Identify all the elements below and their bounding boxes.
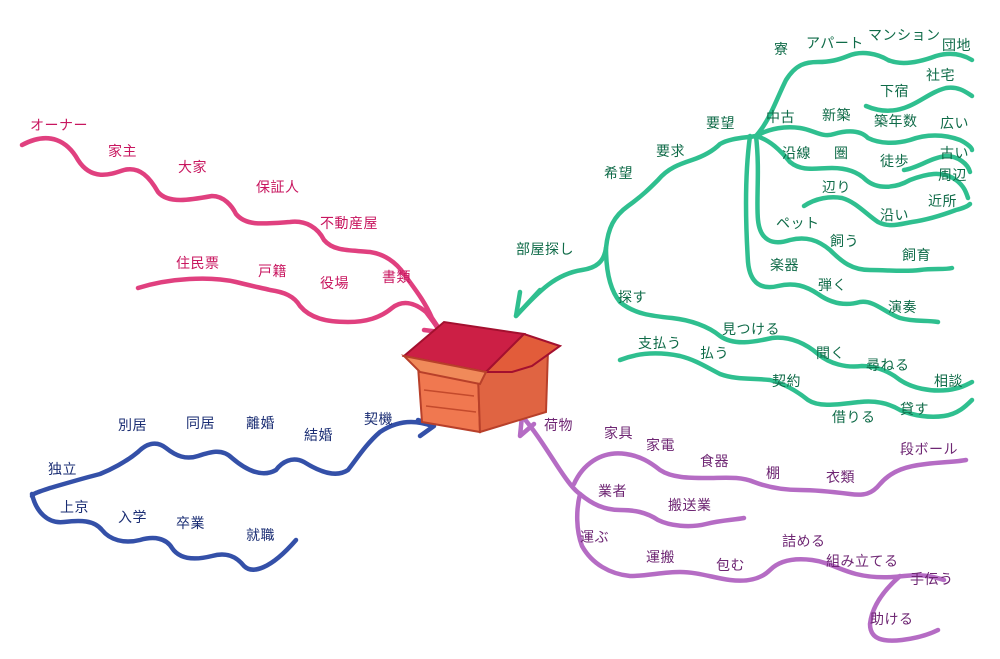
green-branch-word: 相談 (934, 374, 963, 390)
purple-branch-word: 組み立てる (826, 554, 899, 570)
blue-branch-lines (29, 417, 437, 572)
pink-branch-word: オーナー (30, 118, 88, 134)
pink-branch-word: 住民票 (176, 256, 220, 272)
purple-branch-word: 段ボール (900, 442, 958, 458)
green-branch-word: 尋ねる (866, 358, 910, 374)
green-branch-word: 探す (618, 290, 647, 306)
green-branch-word: 古い (940, 146, 969, 162)
green-branch-word: 近所 (928, 194, 957, 210)
purple-branch-word: 家電 (646, 438, 675, 454)
purple-branch-word: 家具 (604, 426, 633, 442)
green-branch-word: 沿い (880, 208, 909, 224)
green-branch-word: 部屋探し (516, 242, 574, 258)
green-branch-word: 広い (940, 116, 969, 132)
pink-branch-word: 保証人 (256, 180, 300, 196)
green-branch-word: 圏 (834, 146, 849, 162)
house-icon (400, 320, 563, 434)
green-branch-word: 飼育 (902, 248, 931, 264)
purple-branch-word: 搬送業 (668, 498, 712, 514)
green-branch-word: 払う (700, 346, 729, 362)
purple-branch-word: 助ける (870, 612, 914, 628)
blue-branch-word: 結婚 (304, 428, 333, 444)
blue-branch-word: 契機 (364, 412, 393, 428)
blue-branch-word: 上京 (60, 500, 89, 516)
green-branch-word: 周辺 (938, 168, 967, 184)
green-branch-word: 築年数 (874, 114, 918, 130)
green-branch-word: 演奏 (888, 300, 917, 316)
green-branch-word: 中古 (766, 110, 795, 126)
green-branch-word: 見つける (722, 322, 780, 338)
blue-branch-word: 独立 (48, 462, 77, 478)
purple-branch-lines (517, 413, 969, 643)
green-branch-word: 契約 (772, 374, 801, 390)
purple-branch-word: 棚 (766, 466, 781, 482)
purple-branch-word: 包む (716, 558, 745, 574)
pink-branch-word: 家主 (108, 144, 137, 160)
green-branch-word: 貸す (900, 402, 929, 418)
green-branch-word: 新築 (822, 108, 851, 124)
green-branch-lines (513, 50, 975, 419)
green-branch-word: 沿線 (782, 146, 811, 162)
green-branch-word: マンション (868, 28, 941, 44)
pink-branch-word: 役場 (320, 276, 349, 292)
purple-branch-word: 衣類 (826, 470, 855, 486)
pink-branch-lines (19, 135, 443, 335)
blue-branch-word: 就職 (246, 528, 275, 544)
green-branch-word: ペット (776, 216, 820, 232)
purple-branch-word: 業者 (598, 484, 627, 500)
green-branch-word: 聞く (816, 346, 845, 362)
green-branch-word: 要求 (656, 144, 685, 160)
purple-branch-word: 食器 (700, 454, 729, 470)
blue-branch-word: 別居 (118, 418, 147, 434)
purple-branch-word: 手伝う (910, 572, 954, 588)
green-branch-word: 楽器 (770, 258, 799, 274)
green-branch-word: 借りる (832, 410, 876, 426)
blue-branch-word: 同居 (186, 416, 215, 432)
green-branch-word: 徒歩 (880, 154, 909, 170)
purple-branch-word: 詰める (782, 534, 826, 550)
purple-branch-word: 荷物 (544, 418, 573, 434)
green-branch-word: 寮 (774, 42, 789, 58)
green-branch-word: 飼う (830, 234, 859, 250)
pink-branch-word: 戸籍 (258, 264, 287, 280)
green-branch-word: 社宅 (926, 68, 955, 84)
green-branch-word: 下宿 (880, 84, 909, 100)
green-branch-word: 要望 (706, 116, 735, 132)
blue-branch-word: 入学 (118, 510, 147, 526)
blue-branch-word: 離婚 (246, 416, 275, 432)
pink-branch-word: 不動産屋 (320, 216, 378, 232)
purple-branch-word: 運ぶ (580, 530, 609, 546)
pink-branch-word: 大家 (178, 160, 207, 176)
green-branch-word: 希望 (604, 166, 633, 182)
green-branch-word: 団地 (942, 38, 971, 54)
pink-branch-word: 書類 (382, 270, 411, 286)
green-branch-word: 弾く (818, 278, 847, 294)
blue-branch-word: 卒業 (176, 516, 205, 532)
green-branch-word: 支払う (638, 336, 682, 352)
green-branch-word: アパート (806, 36, 864, 52)
purple-branch-word: 運搬 (646, 550, 675, 566)
green-branch-word: 辺り (822, 180, 851, 196)
